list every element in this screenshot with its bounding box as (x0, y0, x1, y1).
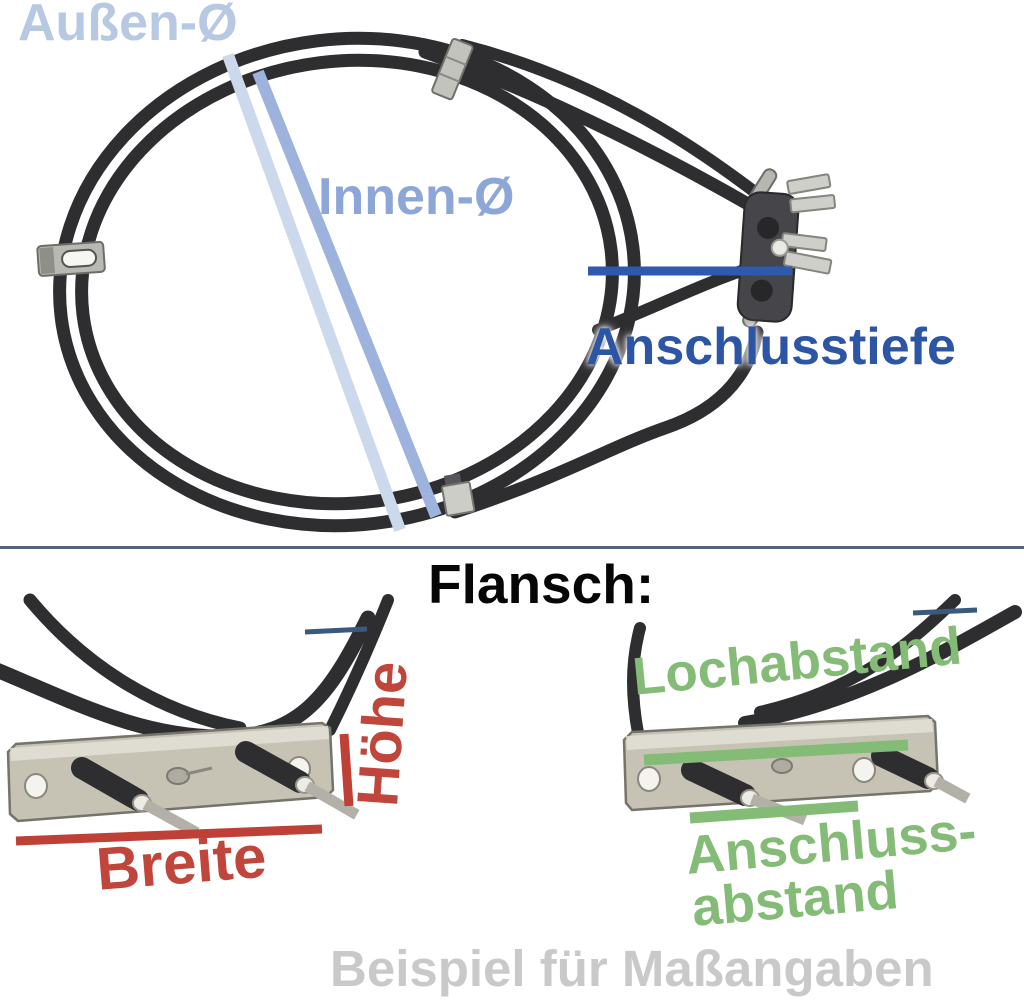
height-label: Höhe (345, 659, 420, 809)
connection-distance-measure-line (689, 800, 859, 824)
width-label: Breite (93, 822, 269, 903)
flange-photo-left (0, 593, 394, 838)
connection-depth-label: Anschlusstiefe (586, 318, 956, 376)
flange-rivet (771, 758, 793, 774)
ring-outer-tube (53, 31, 641, 533)
flange-hole (24, 773, 48, 799)
top-clamp (431, 37, 474, 101)
width-measure-line (15, 824, 323, 846)
heating-ring-photo (53, 31, 766, 533)
flange-rivet (166, 767, 190, 785)
flange-photo-right (622, 594, 1022, 826)
flange-hole (637, 766, 661, 792)
inner-diameter-line (252, 69, 442, 519)
bottom-clip (441, 473, 476, 517)
spade-connectors (780, 173, 837, 275)
ring-inner-tube (75, 53, 619, 511)
section-divider (0, 546, 1024, 549)
ceramic-bead (770, 238, 789, 257)
photo-crop-mark-left (304, 626, 368, 635)
terminal-block (736, 168, 837, 328)
height-measure-line (339, 733, 354, 807)
flange-hole (852, 757, 876, 783)
photo-crop-mark-right (912, 607, 978, 616)
lead-tube-top (418, 45, 762, 215)
flange-section-heading: Flansch: (428, 553, 655, 615)
lead-tube-top-2 (456, 39, 766, 202)
mounting-bracket (36, 240, 106, 277)
outer-diameter-line (222, 52, 406, 533)
outer-diameter-label: Außen-Ø (18, 0, 238, 52)
footer-caption: Beispiel für Maßangaben (330, 940, 934, 997)
hole-distance-measure-line (643, 739, 909, 766)
inner-diameter-label: Innen-Ø (318, 168, 515, 226)
lead-tube-bottom (448, 325, 764, 519)
